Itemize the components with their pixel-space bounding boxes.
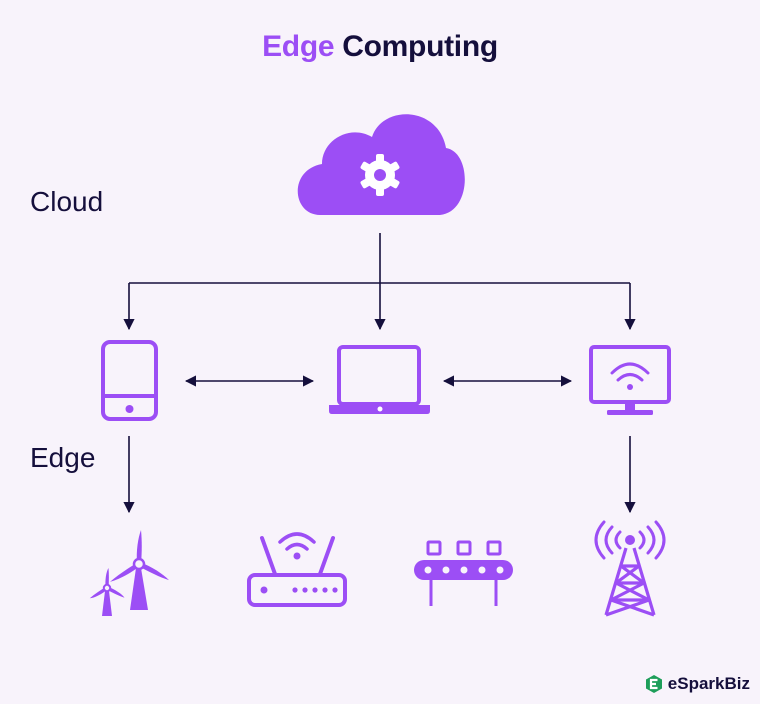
cell-tower-icon [594,520,666,617]
brand-logo: eSparkBiz [644,674,750,694]
connectors [123,233,636,514]
wind-turbine-icon [89,530,169,616]
brand-name: eSparkBiz [667,674,750,693]
title-accent: Edge [262,30,335,63]
laptop-icon [329,345,430,414]
esparkbiz-logo-icon [645,675,662,693]
page-title: Edge Computing [0,30,760,64]
wifi-router-icon [247,532,347,607]
cloud-tier-label: Cloud [30,186,104,217]
title-rest: Computing [334,30,498,63]
conveyor-belt-icon [414,540,513,606]
edge-tier-label: Edge [30,442,96,473]
monitor-wifi-icon [589,345,671,415]
cloud-gear-icon [297,114,465,215]
tablet-icon [101,340,158,421]
